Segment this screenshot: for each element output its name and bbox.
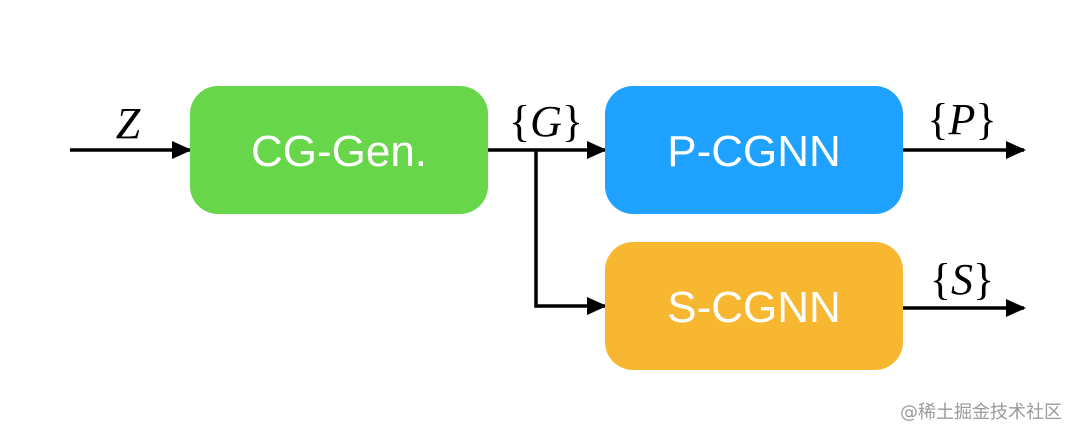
generator-box xyxy=(190,86,488,214)
edge-label-p: {P} xyxy=(927,95,996,144)
p-cgnn-label: P-CGNN xyxy=(667,127,841,176)
watermark: @稀土掘金技术社区 xyxy=(900,402,1062,423)
generator-block: CG-Gen. xyxy=(190,86,488,214)
edge-gen-to-s xyxy=(534,150,607,315)
p-cgnn-box xyxy=(605,86,903,214)
p-cgnn-block: P-CGNN xyxy=(605,86,903,214)
s-cgnn-box xyxy=(605,242,903,370)
s-cgnn-block: S-CGNN xyxy=(605,242,903,370)
input-label-z: Z xyxy=(116,99,141,148)
edge-label-g: {G} xyxy=(509,97,583,146)
generator-label: CG-Gen. xyxy=(251,127,427,176)
edge-label-s: {S} xyxy=(930,255,994,304)
s-cgnn-label: S-CGNN xyxy=(667,283,841,332)
